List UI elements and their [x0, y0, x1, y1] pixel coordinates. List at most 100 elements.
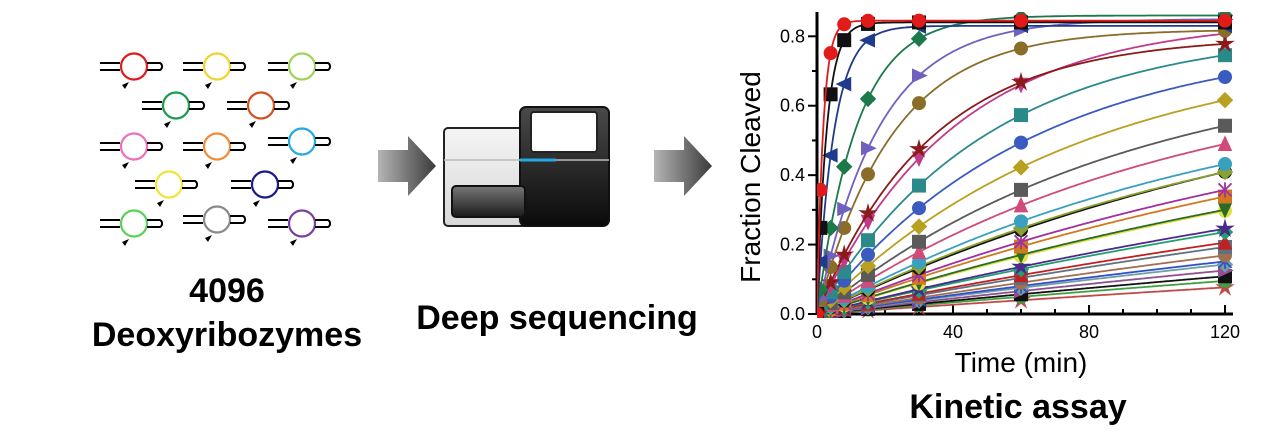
cleavage-site-marker	[157, 200, 164, 207]
data-point	[1218, 13, 1232, 28]
deoxyribozyme-hairpin	[100, 52, 164, 89]
data-point	[817, 307, 824, 318]
data-point	[817, 182, 828, 197]
data-point	[1014, 135, 1028, 150]
data-point	[861, 140, 877, 156]
data-point	[817, 281, 829, 298]
catalytic-loop	[154, 170, 184, 199]
x-tick-label: 80	[1079, 322, 1099, 342]
data-point	[1014, 13, 1028, 28]
catalytic-loop	[119, 52, 149, 81]
data-point	[835, 76, 852, 92]
y-tick-label: 0.2	[780, 235, 805, 255]
data-point	[911, 243, 927, 260]
y-tick-label: 0.6	[780, 96, 805, 116]
data-point	[835, 158, 853, 175]
data-point	[817, 220, 828, 235]
data-point	[909, 138, 929, 158]
data-point	[1218, 70, 1232, 85]
data-point	[861, 233, 875, 248]
data-point	[1014, 182, 1028, 197]
deoxyribozyme-hairpin	[135, 170, 199, 207]
data-point	[1014, 41, 1028, 56]
data-point	[1011, 256, 1031, 276]
data-point	[912, 13, 926, 28]
data-point	[837, 17, 852, 32]
data-point	[1217, 182, 1233, 198]
data-point	[912, 96, 926, 111]
catalytic-loop	[250, 170, 280, 199]
data-series	[817, 13, 1232, 318]
data-point	[1014, 214, 1028, 229]
data-point	[910, 30, 928, 47]
cleavage-site-marker	[122, 239, 129, 246]
y-tick-label: 0.4	[780, 165, 805, 185]
data-point	[1012, 159, 1030, 176]
cleavage-site-marker	[290, 82, 297, 89]
x-axis-label: Time (min)	[955, 347, 1088, 378]
x-tick-label: 120	[1210, 322, 1240, 342]
catalytic-loop	[119, 209, 149, 238]
cleavage-site-marker	[249, 121, 256, 128]
cleavage-site-marker	[253, 200, 260, 207]
data-point	[837, 33, 852, 48]
y-axis-label: Fraction Cleaved	[735, 71, 766, 283]
data-point	[1216, 91, 1234, 109]
data-point	[1217, 135, 1233, 152]
cleavage-site-marker	[205, 235, 212, 242]
data-point	[834, 244, 855, 264]
data-point	[859, 32, 875, 48]
cleavage-site-marker	[205, 162, 212, 169]
data-point	[823, 248, 840, 264]
cleavage-site-marker	[205, 82, 212, 89]
data-point	[1217, 233, 1233, 250]
deoxyribozyme-hairpin	[268, 209, 332, 246]
cleavage-site-marker	[290, 157, 297, 164]
data-point	[910, 218, 928, 235]
data-point	[861, 167, 875, 182]
data-point	[837, 201, 853, 217]
data-point	[1215, 218, 1235, 238]
deoxyribozyme-hairpin	[183, 52, 247, 89]
data-point	[912, 234, 926, 249]
data-point	[1014, 108, 1028, 123]
data-point	[912, 178, 926, 193]
data-point	[1218, 118, 1232, 133]
deoxyribozyme-hairpin	[183, 132, 247, 169]
deoxyribozyme-hairpin	[268, 127, 332, 164]
deoxyribozyme-hairpin	[268, 52, 332, 89]
y-tick-label: 0.0	[780, 304, 805, 324]
deoxyribozyme-hairpin	[100, 209, 164, 246]
y-tick-label: 0.8	[780, 26, 805, 46]
library-count: 4096	[189, 272, 265, 310]
deoxyribozyme-hairpin	[142, 91, 206, 128]
catalytic-loop	[202, 132, 232, 161]
data-point	[821, 148, 838, 163]
catalytic-loop	[246, 91, 276, 120]
data-point	[1013, 196, 1029, 213]
data-point	[859, 90, 877, 108]
catalytic-loop	[287, 127, 317, 156]
catalytic-loop	[287, 52, 317, 81]
data-series	[817, 48, 1232, 318]
cleavage-site-marker	[122, 82, 129, 89]
data-point	[1011, 71, 1031, 91]
library-name: Deoxyribozymes	[91, 316, 363, 354]
data-point	[823, 46, 838, 61]
data-point	[861, 247, 875, 262]
sequencer-screen	[530, 111, 598, 153]
plot-area	[817, 12, 1235, 318]
x-tick-label: 0	[812, 322, 822, 342]
deoxyribozyme-hairpin	[231, 170, 295, 207]
catalytic-loop	[161, 91, 191, 120]
catalytic-loop	[202, 205, 232, 234]
data-point	[1218, 157, 1232, 172]
data-point	[861, 13, 875, 28]
cleavage-site-marker	[122, 162, 129, 169]
data-point	[823, 87, 838, 102]
data-point	[912, 68, 928, 83]
kinetics-label: Kinetic assay	[909, 388, 1127, 426]
